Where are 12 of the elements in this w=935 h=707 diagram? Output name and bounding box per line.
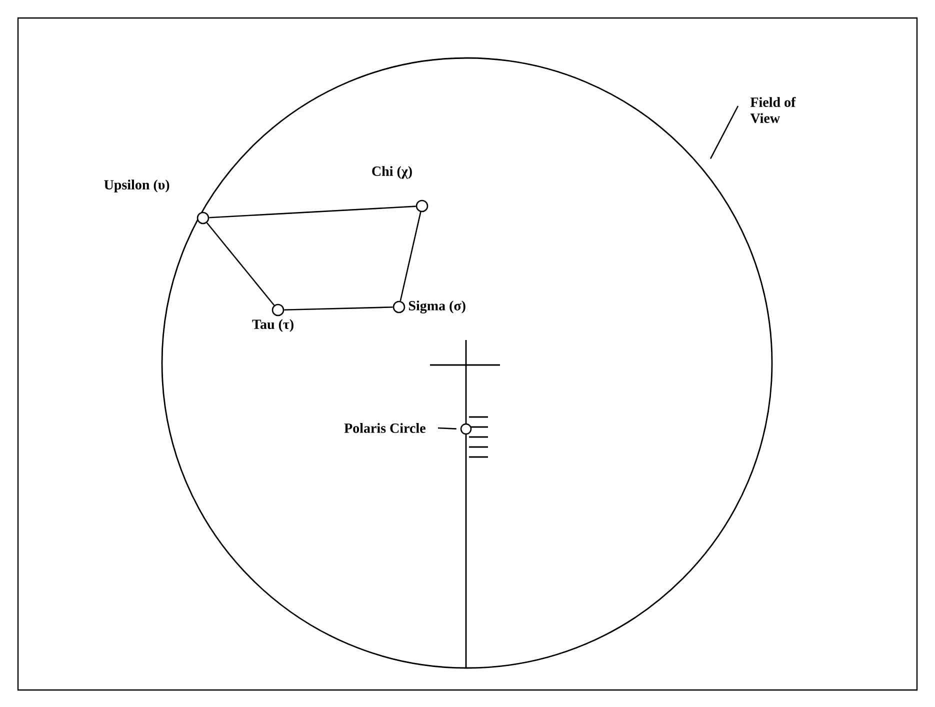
text-label: Field of View xyxy=(750,96,796,124)
text-label: Polaris Circle xyxy=(344,423,426,433)
leader-line xyxy=(438,427,456,430)
star-label: Tau (τ) xyxy=(252,319,294,332)
star-link xyxy=(284,306,393,310)
star-link xyxy=(400,212,422,302)
star-label: Chi (χ) xyxy=(372,166,412,179)
leader-line xyxy=(710,106,739,159)
star-link xyxy=(209,206,416,218)
star-label: Sigma (σ) xyxy=(408,300,466,314)
star-label: Upsilon (υ) xyxy=(104,180,170,192)
star-link xyxy=(206,222,275,306)
